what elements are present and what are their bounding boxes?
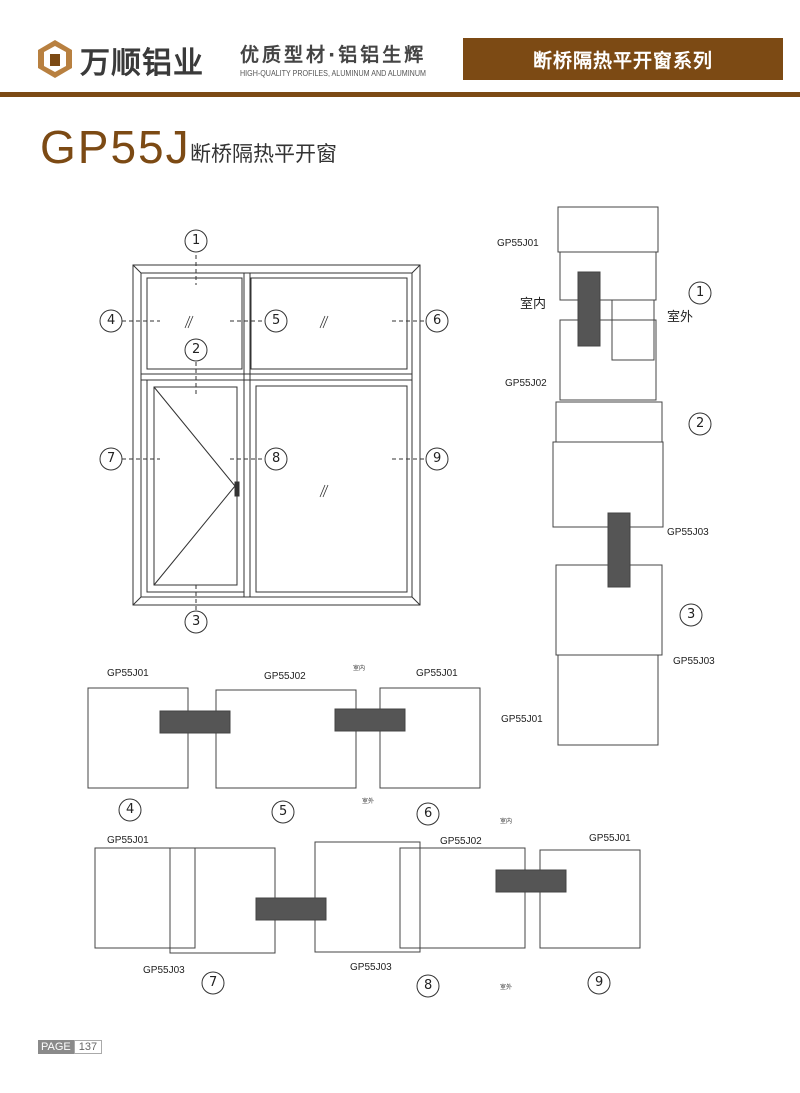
profile-label: GP55J01 — [416, 668, 458, 679]
logo-icon — [38, 40, 72, 78]
callout-6: 6 — [433, 313, 442, 328]
profile-label: GP55J03 — [673, 656, 715, 667]
section-callout-5: 5 — [279, 804, 288, 819]
callout-4: 4 — [107, 313, 116, 328]
profile-label: GP55J01 — [589, 833, 631, 844]
profile-label: GP55J03 — [143, 965, 185, 976]
series-banner: 断桥隔热平开窗系列 — [463, 38, 783, 80]
profile-label: GP55J02 — [264, 671, 306, 682]
slogan: 优质型材·铝铝生辉 — [240, 44, 427, 66]
horizontal-section-row2 — [94, 841, 641, 954]
section-callout-3: 3 — [687, 607, 696, 622]
section-callout-6: 6 — [424, 806, 433, 821]
section-callout-8: 8 — [424, 978, 433, 993]
window-elevation — [99, 229, 712, 998]
profile-label: GP55J01 — [107, 835, 149, 846]
page-label: PAGE — [38, 1040, 74, 1054]
indoor-label: 室内 — [520, 297, 547, 312]
section-callout-2: 2 — [696, 416, 705, 431]
slogan-english: HIGH-QUALITY PROFILES, ALUMINUM AND ALUM… — [240, 68, 426, 78]
horizontal-section-row1 — [87, 687, 481, 789]
callout-7: 7 — [107, 451, 116, 466]
outdoor-label: 室外 — [500, 985, 513, 991]
callout-5: 5 — [272, 313, 281, 328]
callout-9: 9 — [433, 451, 442, 466]
page-subtitle: 断桥隔热平开窗 — [190, 142, 337, 166]
brand-name: 万顺铝业 — [80, 46, 204, 81]
outdoor-label: 室外 — [667, 310, 694, 325]
section-callout-9: 9 — [595, 975, 604, 990]
profile-label: GP55J03 — [667, 527, 709, 538]
profile-label: GP55J03 — [350, 962, 392, 973]
page-title: GP55J — [40, 121, 191, 173]
vertical-section — [552, 206, 664, 746]
profile-label: GP55J01 — [501, 714, 543, 725]
section-callout-1: 1 — [696, 285, 705, 300]
callout-3: 3 — [192, 614, 201, 629]
header-divider — [0, 92, 800, 97]
profile-label: GP55J01 — [497, 238, 539, 249]
callout-8: 8 — [272, 451, 281, 466]
callout-2: 2 — [192, 342, 201, 357]
profile-label: GP55J01 — [107, 668, 149, 679]
profile-label: GP55J02 — [440, 836, 482, 847]
indoor-label: 室内 — [353, 666, 366, 672]
section-callout-4: 4 — [126, 802, 135, 817]
outdoor-label: 室外 — [362, 799, 375, 805]
section-callout-7: 7 — [209, 975, 218, 990]
page-value: 137 — [73, 1040, 103, 1054]
callout-1: 1 — [192, 233, 201, 248]
profile-label: GP55J02 — [505, 378, 547, 389]
indoor-label: 室内 — [500, 819, 513, 825]
callout-circles — [99, 229, 712, 998]
